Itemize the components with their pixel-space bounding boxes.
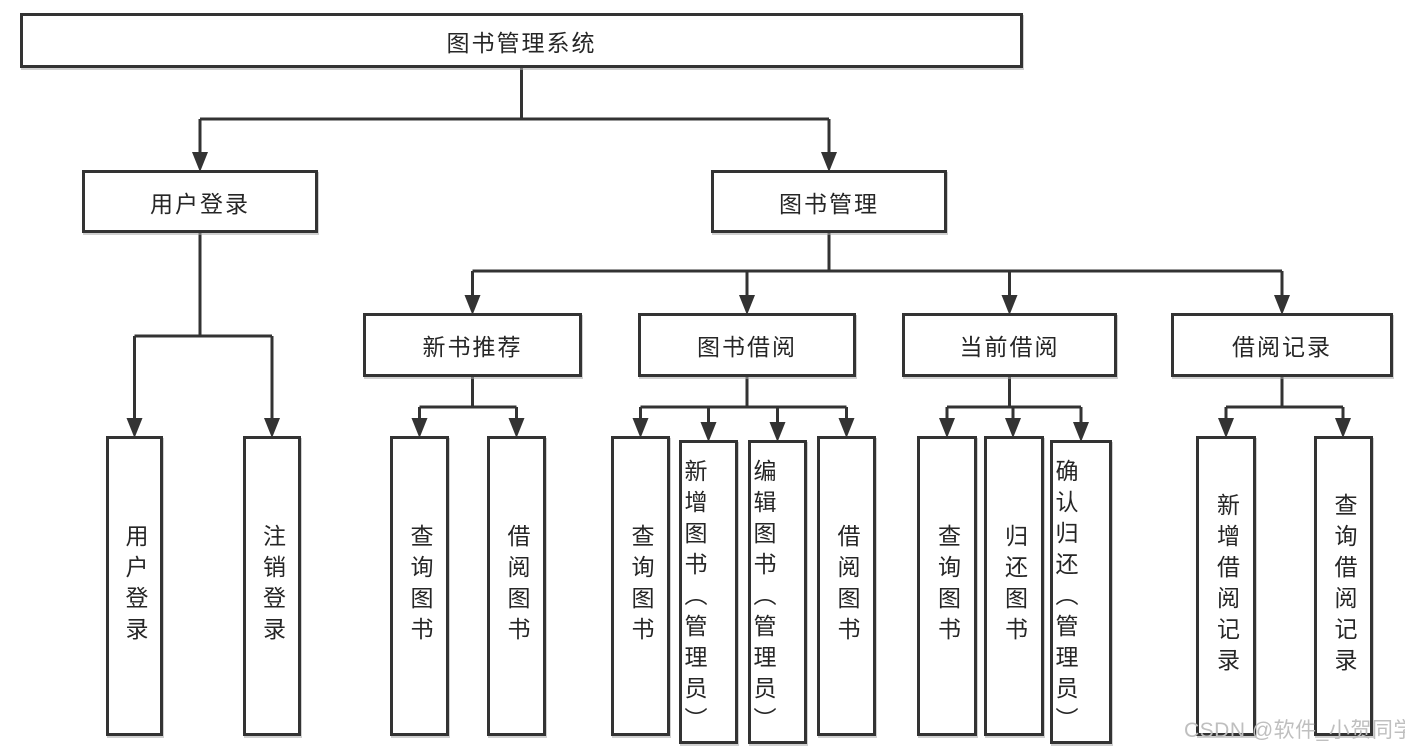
node-borrowing-records-label: 借阅记录 [1232,334,1332,360]
node-user-login: 用户登录 [82,170,318,233]
leaf-query-borrow-record: 查询借阅记录 [1314,436,1373,736]
leaf-current-query-book-label: 查询图书 [934,524,961,648]
node-new-book-recommend-label: 新书推荐 [422,334,523,360]
leaf-borrowing-query-book-label: 查询图书 [628,524,654,648]
node-borrowing-records: 借阅记录 [1171,313,1393,377]
watermark: CSDN @软件_小贺同学 [1184,719,1405,742]
leaf-current-query-book: 查询图书 [917,436,977,736]
leaf-recommend-borrow-book-label: 借阅图书 [504,524,530,648]
leaf-borrowing-borrow-book: 借阅图书 [817,436,876,736]
leaf-recommend-borrow-book: 借阅图书 [487,436,546,736]
leaf-query-borrow-record-label: 查询借阅记录 [1331,493,1357,679]
leaf-user-login: 用户登录 [106,436,163,736]
leaf-add-book-admin: 新增图书（管理员） [679,440,738,744]
node-user-login-label: 用户登录 [150,190,250,217]
node-new-book-recommend: 新书推荐 [363,313,582,377]
leaf-confirm-return-admin: 确认归还（管理员） [1050,440,1112,744]
leaf-edit-book-admin-label: 编辑图书（管理员） [750,458,776,738]
node-book-borrowing-label: 图书借阅 [697,334,797,360]
leaf-return-book-label: 归还图书 [1001,524,1028,648]
leaf-user-login-label: 用户登录 [122,524,148,648]
leaf-confirm-return-admin-label: 确认归还（管理员） [1052,458,1078,738]
node-current-borrowing: 当前借阅 [902,313,1117,377]
node-book-management-label: 图书管理 [779,190,879,217]
leaf-borrowing-borrow-book-label: 借阅图书 [834,524,860,648]
node-book-borrowing: 图书借阅 [638,313,856,377]
leaf-logout: 注销登录 [243,436,301,736]
leaf-add-book-admin-label: 新增图书（管理员） [681,458,707,738]
node-book-management: 图书管理 [711,170,947,233]
leaf-logout-label: 注销登录 [259,524,286,648]
leaf-edit-book-admin: 编辑图书（管理员） [748,440,807,744]
node-root: 图书管理系统 [20,13,1023,68]
leaf-return-book: 归还图书 [984,436,1044,736]
leaf-borrowing-query-book: 查询图书 [611,436,670,736]
node-current-borrowing-label: 当前借阅 [959,334,1060,360]
leaf-recommend-query-book-label: 查询图书 [407,524,433,648]
leaf-add-borrow-record: 新增借阅记录 [1196,436,1256,736]
node-root-label: 图书管理系统 [446,29,597,56]
leaf-add-borrow-record-label: 新增借阅记录 [1213,493,1240,679]
leaf-recommend-query-book: 查询图书 [390,436,449,736]
